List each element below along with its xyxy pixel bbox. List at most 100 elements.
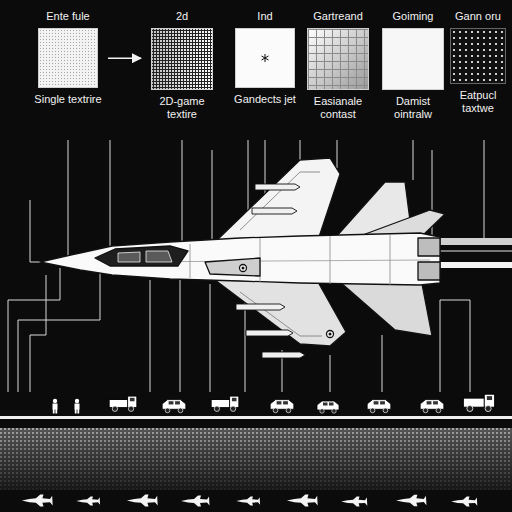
fighter-jet-part (240, 172, 320, 230)
leader-lines-part (440, 300, 441, 392)
leader-lines-part (68, 140, 69, 260)
leader-lines-part (440, 300, 470, 301)
leader-lines-part (470, 300, 471, 392)
panel-caption: Single textrire (30, 93, 106, 106)
vehicle-row-part (211, 396, 239, 411)
texture-square (307, 28, 369, 90)
leader-lines-part (210, 284, 211, 392)
leader-lines-part (30, 335, 46, 336)
vehicle-row (53, 394, 495, 413)
texture-panel: Gann oruEatpucl taxtwe (448, 10, 508, 116)
leader-lines-part (8, 300, 60, 301)
leader-lines-part (18, 320, 19, 392)
jet-silhouettes-part (181, 496, 210, 507)
fighter-jet-part (242, 267, 245, 270)
jet-silhouettes-part (236, 496, 260, 505)
leader-lines-part (8, 300, 9, 392)
leader-lines-part (413, 140, 414, 180)
ground-band (0, 416, 512, 490)
star-stroke (262, 56, 269, 60)
leader-lines-part (30, 335, 31, 392)
panel-heading: Ind (228, 10, 302, 23)
texture-panel: IndGandects jet (228, 10, 302, 106)
art-def-part (236, 304, 285, 310)
art-def-part (262, 352, 305, 358)
vehicle-row-part (53, 399, 58, 414)
fighter-jet-part (215, 158, 340, 242)
texture-square (382, 28, 444, 90)
exhaust-streaks-part (436, 238, 512, 245)
jet-silhouettes-part (341, 496, 367, 506)
panel-caption: Gandects jet (228, 93, 302, 106)
fighter-jet-part (327, 331, 334, 338)
texture-panel: GartreandEasianale contast (302, 10, 374, 122)
fighter-jet-part (240, 265, 247, 272)
panel-heading: Gann oru (448, 10, 508, 23)
vehicle-row-part (75, 399, 80, 414)
leader-lines-part (337, 140, 338, 168)
texture-panel: Ente fuleSingle textrire (30, 10, 106, 106)
star-stroke (262, 56, 269, 60)
fighter-jet-part (40, 233, 440, 285)
fighter-jet-part (329, 333, 332, 336)
vehicle-row-part (317, 401, 339, 413)
fighter-jet (40, 158, 445, 358)
art-def-part (255, 184, 300, 190)
texture-square (450, 28, 506, 84)
jet-silhouettes-part (22, 495, 53, 507)
texture-square (38, 28, 98, 88)
panel-caption: Easianale contast (302, 95, 374, 121)
leader-lines-part (300, 140, 301, 160)
fighter-jet-part (215, 280, 346, 346)
fighter-jet-part (418, 238, 440, 256)
texture-panel: GoimingDamist ointralw (376, 10, 450, 122)
leader-lines-part (100, 272, 101, 320)
fighter-jet-part (418, 262, 440, 280)
leader-lines-part (60, 268, 61, 300)
vehicle-row-part (270, 400, 294, 413)
ground-band-part (0, 428, 512, 490)
leader-lines (8, 140, 484, 392)
jet-silhouettes-part (287, 495, 318, 507)
panel-caption: 2D-game textire (144, 95, 220, 121)
leader-lines-part (382, 335, 383, 392)
fighter-jet-part (240, 292, 322, 336)
panel-caption: Damist ointralw (376, 95, 450, 121)
panel-heading: 2d (144, 10, 220, 23)
fighter-jet-part (95, 246, 188, 266)
vehicle-row-part (162, 400, 186, 413)
leader-lines-part (150, 280, 151, 392)
vehicle-row-part (367, 400, 391, 413)
vehicle-row-part (420, 400, 444, 413)
ground-band-part (0, 416, 512, 419)
leader-lines-part (182, 140, 183, 244)
jet-silhouettes-part (127, 495, 158, 507)
fighter-jet-part (190, 234, 390, 285)
vehicle-row-part (463, 394, 494, 411)
art-def (236, 184, 305, 358)
fighter-jet-part (118, 251, 172, 262)
panel-heading: Goiming (376, 10, 450, 23)
arrow-connector (108, 57, 141, 59)
jet-silhouettes (22, 495, 477, 507)
panel-caption: Eatpucl taxtwe (448, 89, 508, 115)
art-def-part (246, 330, 293, 336)
texture-panel: 2d 2D-game textire (144, 10, 220, 122)
exhaust-streaks-part (436, 262, 512, 268)
jet-silhouettes-part (396, 495, 426, 507)
texture-square (151, 28, 213, 90)
ground-band-part (0, 428, 512, 490)
panel-heading: Gartreand (302, 10, 374, 23)
leader-lines-part (30, 200, 31, 262)
art-def-part (252, 208, 297, 214)
leader-lines-part (212, 150, 213, 240)
leader-lines-part (484, 140, 485, 238)
ground-band-part (0, 428, 512, 490)
jet-silhouettes-part (451, 496, 477, 506)
jet-silhouettes-part (76, 496, 100, 505)
texture-square (235, 28, 295, 88)
star-mark (236, 29, 294, 87)
leader-lines-part (180, 280, 181, 392)
exhaust-streaks (436, 238, 512, 268)
